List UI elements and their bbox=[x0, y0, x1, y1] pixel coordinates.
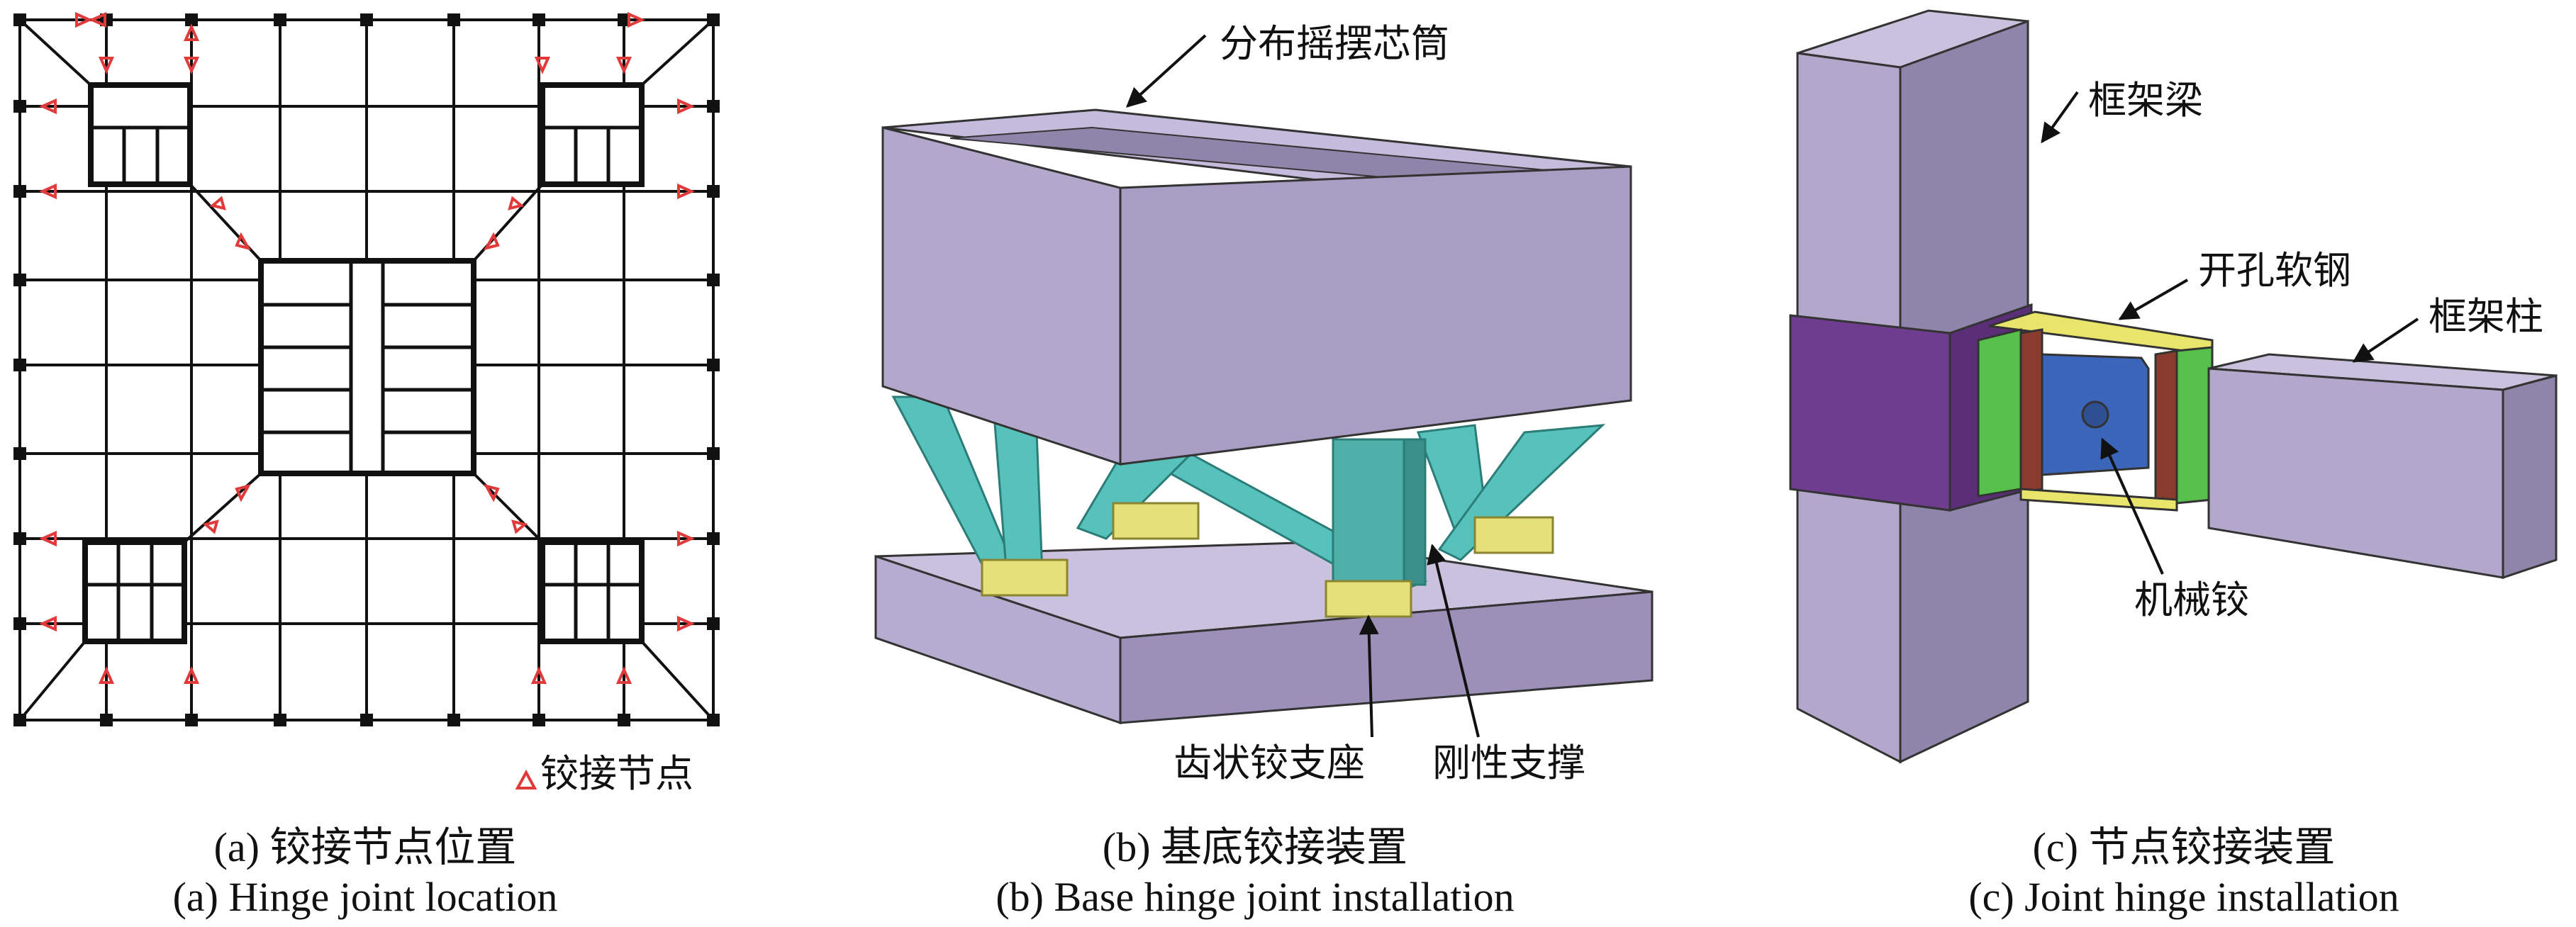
caption-b-en: (b) Base hinge joint installation bbox=[996, 874, 1514, 920]
hinge-assembly bbox=[1977, 310, 2214, 512]
corner-core-tubes bbox=[82, 82, 645, 644]
label-support: 齿状铰支座 bbox=[1173, 741, 1365, 785]
brace-leader bbox=[1427, 544, 1480, 738]
base-slab bbox=[874, 541, 1654, 725]
label-hinge: 机械铰 bbox=[2134, 578, 2249, 622]
panel-a-floor-plan: 铰接节点 bbox=[13, 11, 720, 796]
label-column: 框架柱 bbox=[2429, 294, 2543, 339]
caption-a-en: (a) Hinge joint location bbox=[173, 874, 558, 920]
support-leader bbox=[1359, 614, 1379, 738]
tooth-supports bbox=[981, 502, 1554, 618]
captions: (a) 铰接节点位置 (a) Hinge joint location (b) … bbox=[173, 824, 2399, 920]
core-tube-partitions bbox=[85, 125, 642, 641]
central-core-partitions bbox=[261, 261, 474, 473]
legend-triangle-icon bbox=[515, 769, 537, 790]
column-nodes bbox=[13, 13, 720, 726]
column-leader bbox=[2352, 318, 2419, 363]
panel-c-joint-hinge: 框架梁 开孔软钢 框架柱 机械铰 bbox=[1789, 9, 2558, 764]
label-core: 分布摇摆芯筒 bbox=[1220, 21, 1449, 66]
beam-leader bbox=[2041, 91, 2079, 144]
caption-c-en: (c) Joint hinge installation bbox=[1968, 874, 2399, 920]
label-beam: 框架梁 bbox=[2088, 78, 2203, 123]
central-core-tube bbox=[258, 258, 476, 476]
core-box bbox=[881, 108, 1632, 466]
caption-c-cn: (c) 节点铰接装置 bbox=[2033, 824, 2336, 870]
steel-leader bbox=[2118, 279, 2189, 320]
label-steel: 开孔软钢 bbox=[2198, 248, 2351, 293]
hinge-markers bbox=[39, 11, 695, 684]
caption-b-cn: (b) 基底铰接装置 bbox=[1103, 824, 1407, 870]
center-column bbox=[1332, 438, 1427, 590]
caption-a-cn: (a) 铰接节点位置 bbox=[214, 824, 517, 870]
label-brace: 刚性支撑 bbox=[1432, 741, 1585, 785]
legend-label: 铰接节点 bbox=[540, 751, 693, 796]
hinge-leader bbox=[2100, 437, 2164, 575]
frame-beam bbox=[2207, 353, 2558, 580]
hinge-legend: 铰接节点 bbox=[515, 751, 693, 796]
panel-b-base-hinge: 分布摇摆芯筒 齿状铰支座 刚性支撑 bbox=[874, 21, 1654, 785]
core-leader bbox=[1125, 34, 1207, 108]
